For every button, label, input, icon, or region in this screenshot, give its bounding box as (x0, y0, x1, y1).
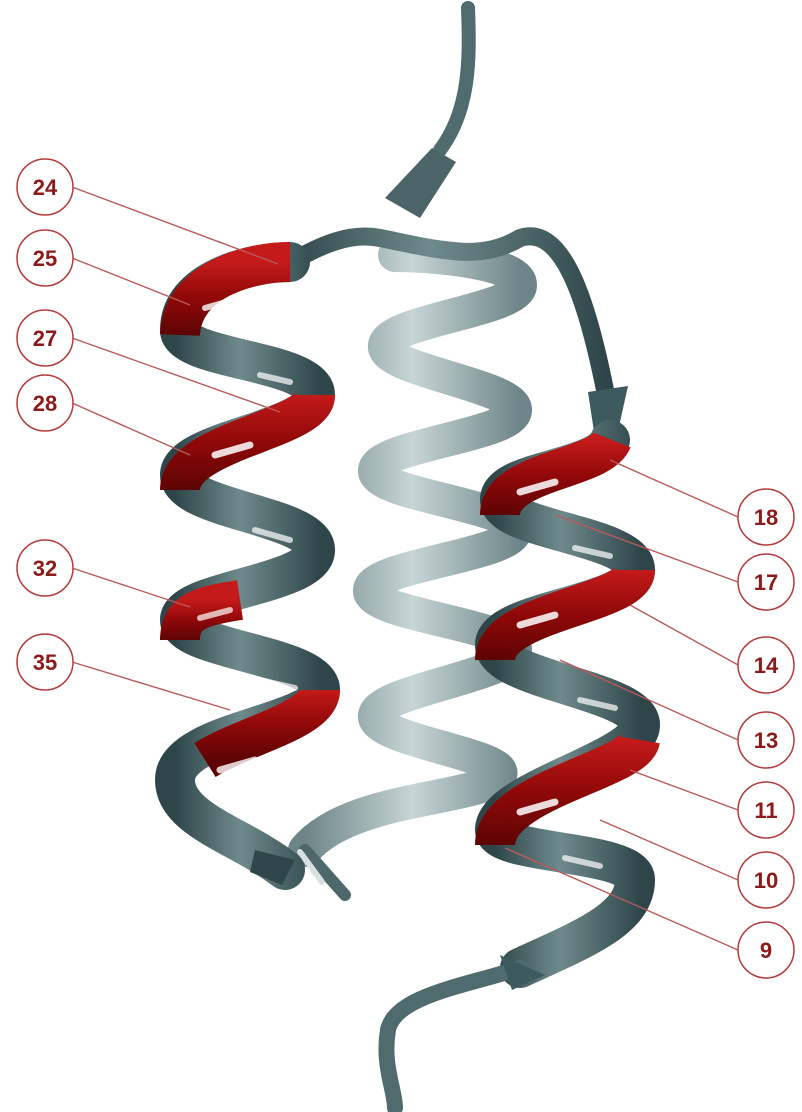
svg-text:32: 32 (33, 556, 57, 581)
svg-text:27: 27 (33, 326, 57, 351)
residue-label-13: 13 (738, 712, 794, 768)
residue-label-25: 25 (17, 230, 73, 286)
svg-text:9: 9 (760, 938, 772, 963)
middle-helix (300, 255, 520, 895)
svg-text:25: 25 (33, 246, 57, 271)
residue-label-27: 27 (17, 310, 73, 366)
svg-text:14: 14 (754, 653, 779, 678)
residue-label-9: 9 (738, 922, 794, 978)
residue-label-10: 10 (738, 852, 794, 908)
svg-text:28: 28 (33, 391, 57, 416)
residue-label-11: 11 (738, 782, 794, 838)
svg-text:17: 17 (754, 570, 778, 595)
svg-text:24: 24 (33, 175, 58, 200)
svg-text:35: 35 (33, 650, 57, 675)
residue-label-18: 18 (738, 489, 794, 545)
svg-text:11: 11 (754, 798, 777, 823)
svg-text:18: 18 (754, 505, 778, 530)
residue-label-17: 17 (738, 554, 794, 610)
right-labels: 18 17 14 13 11 10 9 (738, 489, 794, 978)
residue-label-28: 28 (17, 375, 73, 431)
left-labels: 24 25 27 28 32 35 (17, 159, 73, 690)
svg-text:13: 13 (754, 728, 778, 753)
residue-label-35: 35 (17, 634, 73, 690)
c-terminal-coil (386, 955, 545, 1108)
residue-label-24: 24 (17, 159, 73, 215)
left-helix (175, 262, 320, 885)
residue-label-32: 32 (17, 540, 73, 596)
residue-label-14: 14 (738, 637, 794, 693)
svg-text:10: 10 (754, 868, 778, 893)
